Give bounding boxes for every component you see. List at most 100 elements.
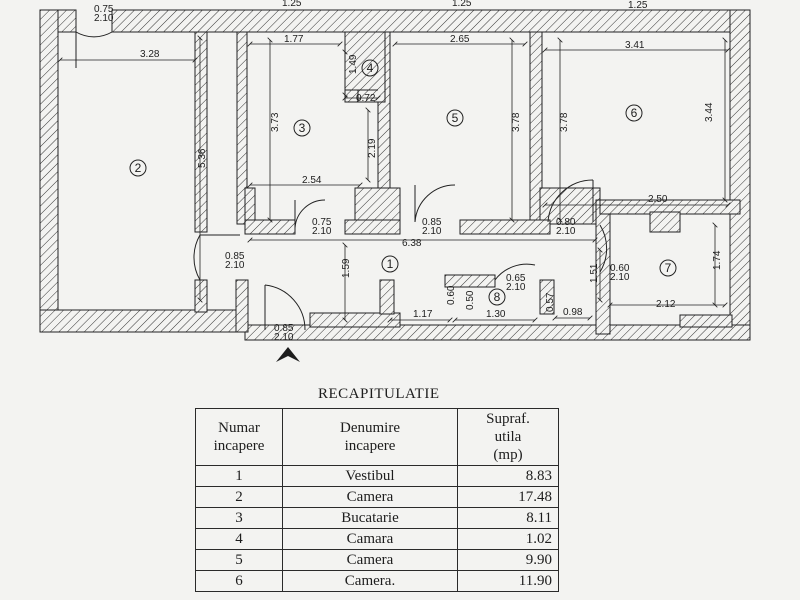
room-marker: 1 — [381, 255, 399, 273]
dimension-label: 1.74 — [712, 250, 723, 270]
dimension-label: 0.75 — [94, 4, 114, 15]
svg-text:8: 8 — [494, 290, 501, 304]
dimension-label: 2.12 — [656, 299, 676, 310]
room-marker: 7 — [659, 259, 677, 277]
table-row: 4 Camara 1.02 — [195, 528, 559, 550]
dimension-label: 2.50 — [648, 194, 668, 205]
cell-room-number: 1 — [195, 465, 283, 487]
header-room-name: Denumire incapere — [282, 408, 458, 466]
dimension-label: 1.17 — [413, 309, 433, 320]
dimension-label: 1.59 — [341, 258, 352, 278]
cell-room-name: Camera. — [282, 570, 458, 592]
dimension-label: 2.10 — [610, 272, 630, 283]
cell-room-area: 8.11 — [457, 507, 559, 529]
dimension-label: 5.36 — [197, 148, 208, 168]
cell-room-number: 2 — [195, 486, 283, 508]
cell-room-name: Camara — [282, 528, 458, 550]
header-text: incapere — [213, 438, 265, 454]
cell-room-area: 9.90 — [457, 549, 559, 571]
header-usable-area: Supraf. utila (mp) — [457, 408, 559, 466]
door-swings — [75, 31, 608, 331]
interior-walls — [194, 31, 741, 335]
dimension-label: 0.85 — [274, 323, 294, 334]
svg-text:5: 5 — [452, 111, 459, 125]
header-text: Denumire — [340, 420, 400, 436]
cell-room-area: 17.48 — [457, 486, 559, 508]
svg-text:7: 7 — [665, 261, 672, 275]
entrance-arrow-icon — [276, 347, 300, 362]
dimension-label: 2.65 — [450, 34, 470, 45]
cell-room-area: 1.02 — [457, 528, 559, 550]
dimension-label: 3.78 — [559, 112, 570, 132]
dimension-label: 1.77 — [284, 34, 304, 45]
dimension-label: 3.78 — [511, 112, 522, 132]
floor-plan-drawing: 5 1 2 3 4 6 7 8 0.75 2.10 1.25 1.25 1.25… — [39, 0, 751, 362]
cell-room-name: Bucatarie — [282, 507, 458, 529]
room-marker: 6 — [625, 104, 643, 122]
recap-table: Numar incapere Denumire incapere Supraf.… — [195, 408, 559, 592]
exterior-walls — [39, 9, 751, 341]
svg-text:2: 2 — [135, 161, 142, 175]
svg-text:6: 6 — [631, 106, 638, 120]
cell-room-number: 3 — [195, 507, 283, 529]
dimension-label: 3.44 — [704, 102, 715, 122]
dimension-label: 1.30 — [486, 309, 506, 320]
dimension-label: 1.49 — [348, 54, 359, 74]
dimension-label: 3.28 — [140, 49, 160, 60]
table-row: 2 Camera 17.48 — [195, 486, 559, 508]
table-row: 6 Camera. 11.90 — [195, 570, 559, 592]
dimension-label: 0.60 — [610, 263, 630, 274]
room-marker: 5 — [446, 109, 464, 127]
cell-room-number: 5 — [195, 549, 283, 571]
room-markers: 5 1 2 3 4 6 7 8 — [129, 59, 677, 306]
dimension-label: 3.41 — [625, 40, 645, 51]
svg-text:1: 1 — [387, 257, 394, 271]
dimension-label: 3.73 — [270, 112, 281, 132]
room-marker: 8 — [488, 288, 506, 306]
header-room-number: Numar incapere — [195, 408, 283, 466]
dimension-label: 2.10 — [225, 260, 245, 271]
dimension-lines — [60, 38, 728, 320]
dimension-label: 0.65 — [506, 273, 526, 284]
recap-title: RECAPITULATIE — [318, 386, 440, 402]
table-row: 5 Camera 9.90 — [195, 549, 559, 571]
dimension-label: 2.10 — [506, 282, 526, 293]
header-text: (mp) — [493, 447, 523, 463]
dimension-label: 1.25 — [628, 0, 648, 11]
cell-room-name: Camera — [282, 549, 458, 571]
dimension-labels: 0.75 2.10 1.25 1.25 1.25 3.28 1.77 2.65 … — [94, 0, 723, 343]
room-marker: 3 — [293, 119, 311, 137]
table-row: 3 Bucatarie 8.11 — [195, 507, 559, 529]
room-marker: 4 — [361, 59, 379, 77]
dimension-label: 2.10 — [274, 332, 294, 343]
dimension-label: 2.10 — [556, 226, 576, 237]
dimension-label: 6.38 — [402, 238, 422, 249]
dimension-label: 0.75 — [312, 217, 332, 228]
header-text: Supraf. — [486, 411, 530, 427]
dimension-label: 0.98 — [563, 307, 583, 318]
svg-text:4: 4 — [367, 61, 374, 75]
cell-room-name: Camera — [282, 486, 458, 508]
dimension-label: 2.54 — [302, 175, 322, 186]
dimension-label: 2.10 — [312, 226, 332, 237]
header-text: Numar — [218, 420, 260, 436]
dimension-label: 0.57 — [545, 292, 556, 312]
recap-header-row: Numar incapere Denumire incapere Supraf.… — [195, 408, 559, 466]
dimension-label: 2.10 — [94, 13, 114, 24]
dimension-label: 1.51 — [589, 263, 600, 283]
svg-text:3: 3 — [299, 121, 306, 135]
dimension-label: 0.80 — [556, 217, 576, 228]
dimension-label: 0.50 — [465, 290, 476, 310]
room-marker: 2 — [129, 159, 147, 177]
header-text: incapere — [344, 438, 396, 454]
cell-room-name: Vestibul — [282, 465, 458, 487]
header-text: utila — [494, 429, 522, 445]
dimension-label: 0.60 — [446, 285, 457, 305]
cell-room-area: 11.90 — [457, 570, 559, 592]
table-row: 1 Vestibul 8.83 — [195, 465, 559, 487]
dimension-label: 0.72 — [356, 93, 376, 104]
dimension-label: 0.85 — [422, 217, 442, 228]
dimension-label: 2.19 — [367, 138, 378, 158]
cell-room-number: 4 — [195, 528, 283, 550]
cell-room-area: 8.83 — [457, 465, 559, 487]
